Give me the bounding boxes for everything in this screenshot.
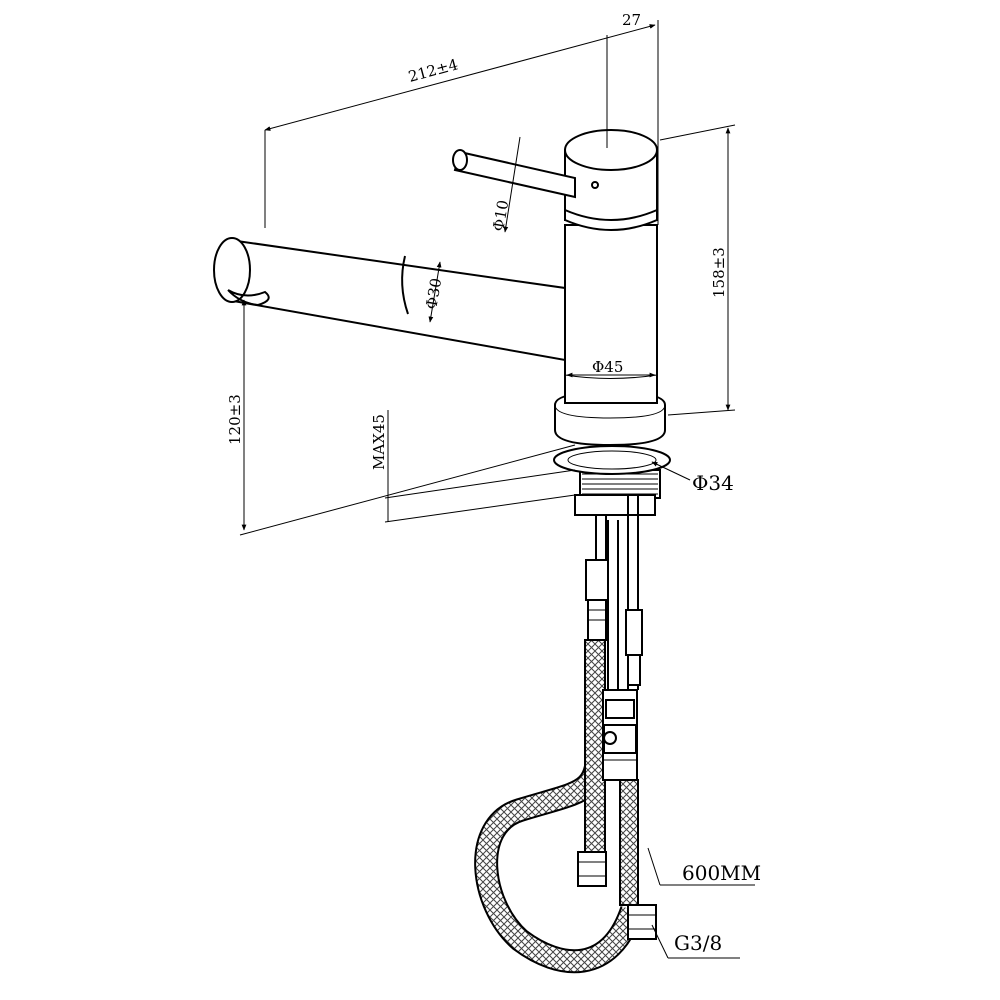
- dim-total-height: 158±3: [710, 247, 728, 298]
- lever: [453, 150, 576, 199]
- dim-spout-height: 120±3: [226, 394, 244, 445]
- dim-lever-diameter: Φ10: [489, 199, 512, 233]
- dim-handle-width: 27: [622, 11, 641, 29]
- dim-max-deck: MAX45: [370, 414, 388, 470]
- dim-spout-diameter: Φ30: [422, 277, 445, 311]
- braided-hose-right: [619, 779, 639, 906]
- braided-hoses: [474, 512, 657, 974]
- dim-body-diameter: Φ45: [592, 358, 623, 376]
- tap-base: [553, 390, 671, 516]
- dim-spout-reach: 212±4: [406, 55, 460, 86]
- hose-nut-left: [577, 851, 607, 887]
- hose-nut-right: [627, 904, 657, 940]
- label-thread: G3/8: [674, 931, 722, 955]
- label-hose-length: 600MM: [682, 861, 761, 885]
- label-mount-diameter: Φ34: [692, 471, 734, 495]
- spout: [227, 239, 594, 362]
- tap-body: [213, 129, 658, 404]
- spout-outlet: [213, 237, 251, 303]
- dimension-lines: [239, 20, 755, 959]
